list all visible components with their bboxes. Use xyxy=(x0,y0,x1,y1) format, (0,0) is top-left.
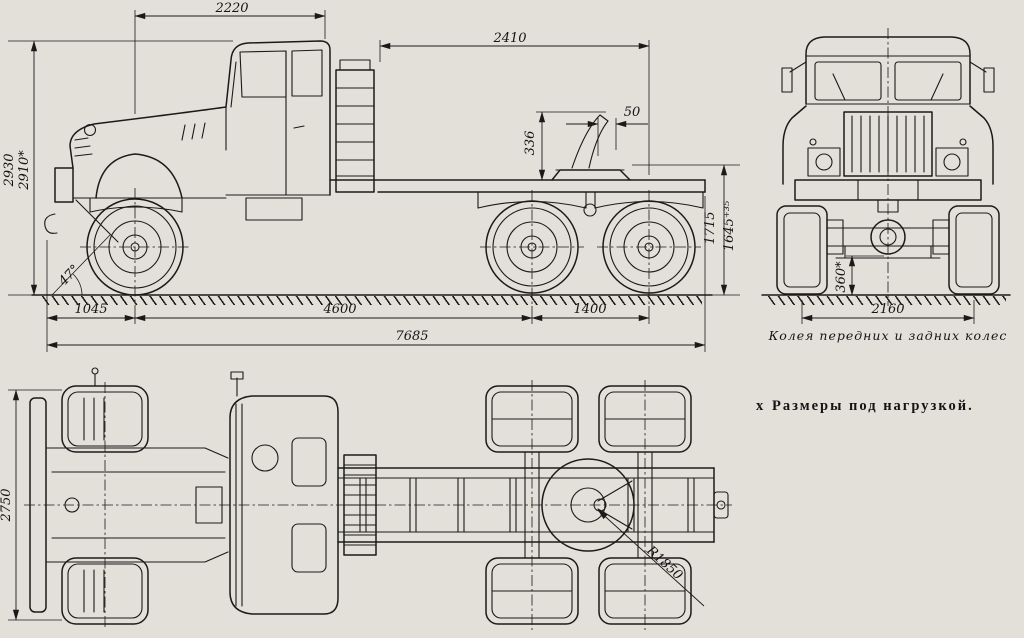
side-ground-hatch xyxy=(40,296,702,305)
lamp-box-left xyxy=(807,147,841,177)
dim-label-360: 360* xyxy=(834,261,849,293)
front-spring xyxy=(89,206,183,213)
dim-overall-height: 2930 2910* xyxy=(2,40,233,296)
hood-cab-outline xyxy=(69,40,331,196)
dim-approach-angle: 47° xyxy=(51,234,111,296)
side-rear-wheel xyxy=(602,200,696,294)
rear-hitch xyxy=(713,491,729,519)
dim-ground-clearance: 360* xyxy=(834,255,884,296)
windshield-left xyxy=(814,61,882,101)
footnote-text: Размеры под нагрузкой. xyxy=(772,398,974,414)
spare-wheel-stack xyxy=(335,59,375,193)
side-middle-wheel xyxy=(485,200,579,294)
steering-link xyxy=(75,199,119,243)
dim-label-50: 50 xyxy=(624,105,641,120)
tow-pin xyxy=(877,199,899,213)
front-ground-hatch xyxy=(766,296,1006,305)
fender-right xyxy=(969,105,994,185)
dim-label-2410: 2410 xyxy=(492,31,526,46)
steering-wheel xyxy=(251,444,279,472)
tow-hook xyxy=(44,213,58,234)
top-rear-wheels xyxy=(485,385,692,625)
dim-label-1045: 1045 xyxy=(74,302,107,317)
mirror-left xyxy=(781,67,793,93)
dim-label-r1850: R1850 xyxy=(643,543,686,584)
lamp-box-right xyxy=(935,147,969,177)
bogie-pivot xyxy=(583,203,597,217)
dim-label-7685: 7685 xyxy=(395,329,428,344)
top-frame xyxy=(337,467,729,543)
footnote-marker: х xyxy=(756,398,765,414)
fifth-wheel-side xyxy=(551,114,631,181)
hood-hatch xyxy=(195,486,223,524)
side-body xyxy=(44,40,331,234)
rear-spring-1 xyxy=(477,201,587,209)
dim-saddle-height: 1715 1645⁺³⁵ xyxy=(632,164,740,296)
headlight-left xyxy=(815,153,833,171)
front-axle-wheels xyxy=(776,205,1000,295)
wiper-right xyxy=(930,73,944,101)
side-frame xyxy=(75,179,706,243)
differential xyxy=(870,219,906,255)
dim-label-1645: 1645⁺³⁵ xyxy=(722,200,737,251)
front-cab xyxy=(781,36,995,105)
fender-left xyxy=(782,105,807,185)
dim-cab-length: 2220 xyxy=(134,1,326,114)
dim-label-1400: 1400 xyxy=(573,302,606,317)
dim-label-47: 47° xyxy=(55,262,82,290)
dim-label-2750: 2750 xyxy=(0,488,14,522)
seat-right xyxy=(291,523,327,573)
dim-bottom-row: 1045 4600 1400 7685 xyxy=(46,196,706,352)
front-fender xyxy=(95,153,183,199)
top-cab xyxy=(229,395,339,615)
dim-track: 2160 Колея передних и задних колес xyxy=(768,300,1008,343)
front-grille-area xyxy=(782,105,994,213)
dim-saddle-ramp-height: 336 xyxy=(523,111,606,181)
track-caption: Колея передних и задних колес xyxy=(768,328,1008,343)
mirror-right xyxy=(983,67,995,93)
dim-label-2220: 2220 xyxy=(214,1,248,16)
rear-spring-2 xyxy=(594,201,704,209)
dim-label-2910: 2910* xyxy=(17,150,32,191)
top-front-wheels xyxy=(61,385,149,625)
radiator-cap xyxy=(64,497,80,513)
dim-rear-length: 2410 xyxy=(379,31,650,175)
dim-label-336: 336 xyxy=(523,131,538,156)
side-view: 2930 2910* 2220 2410 xyxy=(2,1,740,352)
top-body xyxy=(29,367,339,615)
headlight xyxy=(83,123,97,137)
dim-label-2160: 2160 xyxy=(870,302,904,317)
dim-label-2930: 2930 xyxy=(2,153,17,187)
rear-window xyxy=(291,49,323,97)
top-bumper xyxy=(29,397,47,613)
door-handle xyxy=(293,125,305,129)
grille xyxy=(843,111,933,177)
dim-saddle-offset: 50 xyxy=(566,105,648,156)
side-centerlines xyxy=(80,188,701,306)
door-window xyxy=(239,50,287,98)
top-view: 2750 R1850 xyxy=(0,367,732,630)
front-bumper xyxy=(54,167,74,203)
seat-left xyxy=(291,437,327,487)
dim-label-4600: 4600 xyxy=(322,302,356,317)
step-box xyxy=(245,197,303,221)
footnote: х Размеры под нагрузкой. xyxy=(756,398,974,414)
wiper-left xyxy=(832,73,846,101)
marker-lamp xyxy=(91,367,99,375)
dim-label-1715: 1715 xyxy=(703,211,718,244)
front-view: 360* 2160 Колея передних и задних колес xyxy=(761,28,1011,343)
windshield-right xyxy=(894,61,962,101)
headlight-right xyxy=(943,153,961,171)
dim-overall-width: 2750 xyxy=(0,389,62,621)
side-front-wheel xyxy=(86,198,184,296)
saddle-ramp xyxy=(571,114,609,169)
top-mirror xyxy=(230,371,244,380)
